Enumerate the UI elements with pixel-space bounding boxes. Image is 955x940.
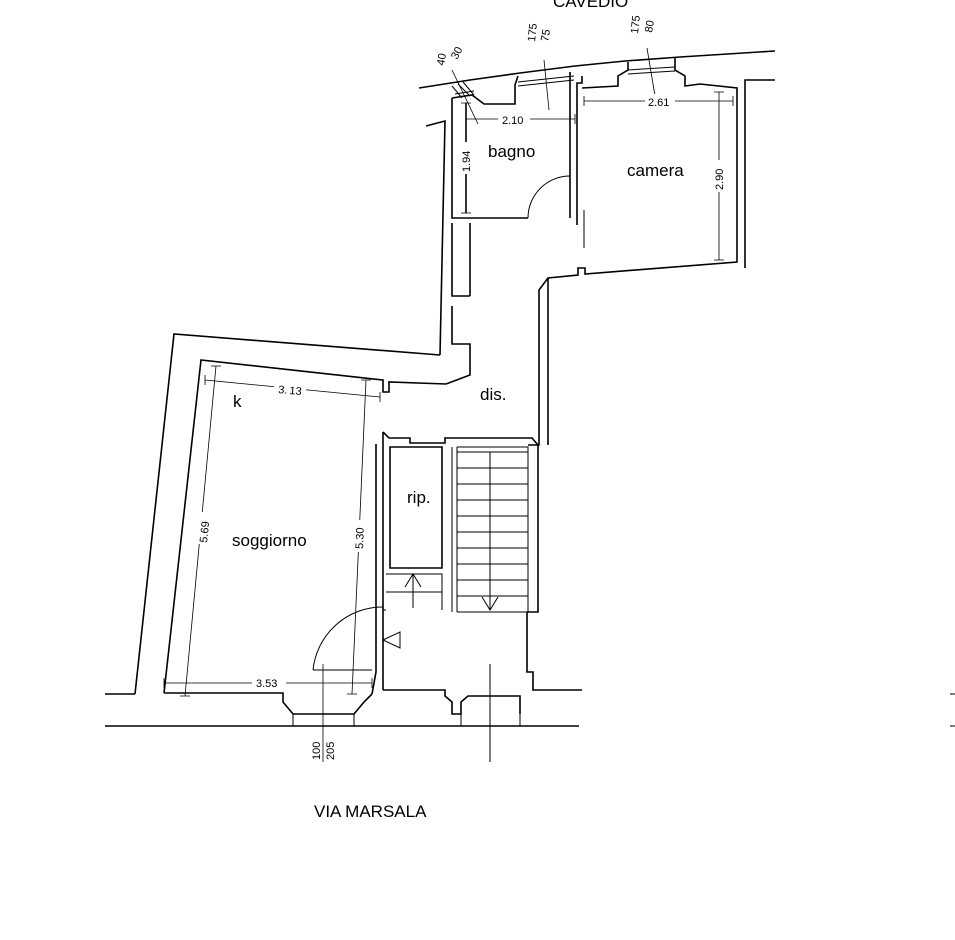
bathroom-window-jambs	[451, 81, 475, 99]
window-1-top-label: 30	[449, 45, 465, 61]
window-1-bottom-label: 40	[435, 52, 449, 66]
bedroom-width-label: 2.61	[648, 97, 669, 109]
window-4-bottom-label: 205	[325, 742, 337, 760]
right-edge-ticks	[950, 693, 955, 727]
entrance-door-marker	[381, 631, 401, 649]
window-2-top-label: 75	[539, 28, 553, 42]
entrance-walls	[383, 612, 582, 715]
window-3-top-label: 80	[643, 19, 657, 33]
living-right-wall	[371, 432, 384, 695]
living-door-arc	[312, 606, 384, 671]
window-3-leader	[646, 47, 656, 97]
window-4-top-label: 100	[311, 742, 323, 760]
right-outer-wall	[744, 79, 775, 268]
courtyard-boundary-line	[418, 50, 776, 89]
corridor-left-inner	[445, 223, 471, 385]
window-2-bottom-label: 175	[526, 23, 540, 43]
room-label-bedroom: camera	[627, 161, 684, 180]
bathroom-width-label: 2.10	[502, 115, 523, 127]
street-facade-line	[105, 692, 373, 715]
living-outer-wall	[134, 333, 441, 695]
bedroom-wall	[528, 58, 738, 446]
street-window-sill	[292, 714, 521, 726]
room-label-bathroom: bagno	[488, 142, 535, 161]
bathroom-depth-label: 1.94	[461, 151, 473, 172]
street-label: VIA MARSALA	[314, 802, 427, 821]
living-top-width-label: 3.13	[278, 384, 302, 398]
window-3-bottom-label: 175	[629, 15, 643, 35]
stair-step-lines	[451, 446, 529, 613]
bathroom-bedroom-partition	[569, 72, 583, 225]
courtyard-label: CAVEDIO	[553, 0, 628, 11]
room-label-living: soggiorno	[232, 531, 307, 550]
bedroom-depth-label: 2.90	[714, 169, 726, 190]
room-label-kitchen: k	[233, 392, 242, 411]
window-2-leader	[543, 59, 550, 111]
room-label-storage: rip.	[407, 488, 431, 507]
bathroom-outer-wall	[451, 75, 528, 219]
room-label-hallway: dis.	[480, 385, 506, 404]
living-inner-wall	[163, 359, 447, 694]
bathroom-door-arc	[527, 175, 571, 219]
bedroom-window-sill	[627, 66, 676, 75]
corridor-left-outer	[425, 119, 446, 356]
living-right-depth-label: 5.30	[354, 527, 367, 549]
living-left-depth-label: 5.69	[198, 521, 212, 544]
window-1-leader	[451, 69, 479, 125]
stair-arrow-up	[404, 573, 422, 608]
stair-arrow-down	[481, 452, 499, 611]
storage-block	[382, 431, 539, 613]
lower-step-lines	[383, 573, 443, 611]
living-bottom-width-label: 3.53	[256, 678, 277, 690]
